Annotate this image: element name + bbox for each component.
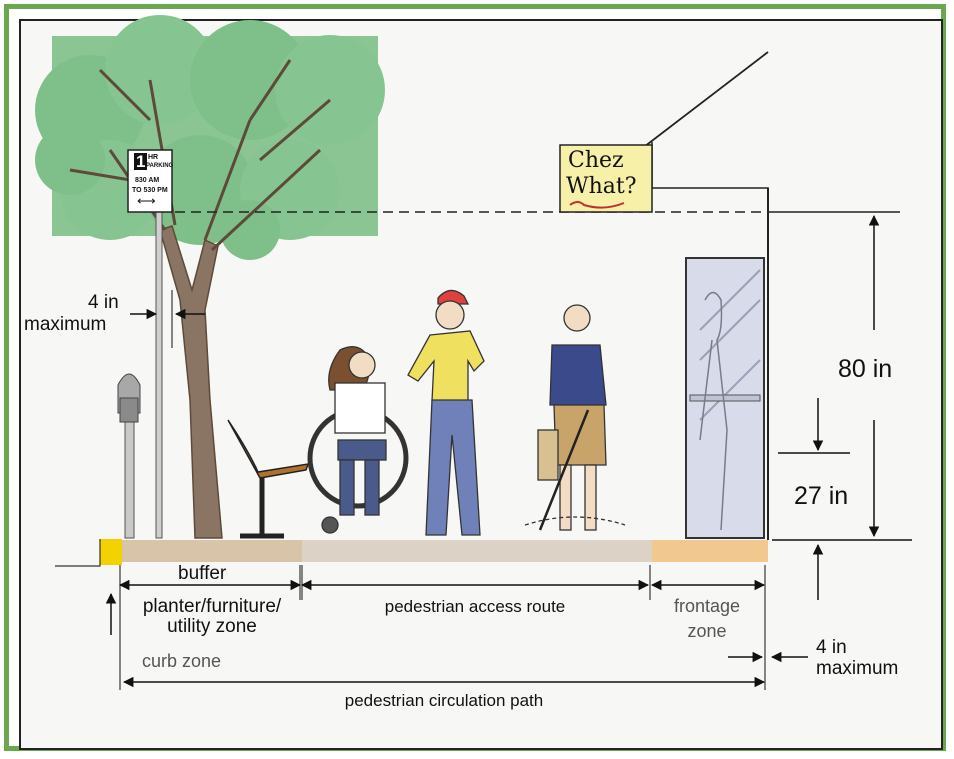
shop-sign [559,144,653,213]
circulation-path-label: pedestrian circulation path [344,691,544,710]
buffer-label: buffer [178,563,227,584]
parking-sign-number: 1 [134,152,148,171]
frontage-zone-label-1: frontage [673,596,741,616]
bench [227,419,310,539]
protrusion-height-label: 27 in [794,482,849,510]
planter-zone-label-2: utility zone [167,616,257,637]
parking-sign-line-1: HR [148,154,159,161]
shop-sign-line-1: Chez [568,148,624,173]
frontage-zone-label-2: zone [687,621,727,641]
rose-decoration [569,201,625,209]
parking-meter [117,373,141,539]
person-wheelchair [307,346,409,534]
parking-sign-line-2: PARKING [146,163,174,169]
parking-sign-hours-1: 830 AM [135,177,160,184]
person-with-cane [524,304,626,531]
dimension-lines [105,214,912,690]
sign-clearance-value: 4 in [88,292,119,313]
person-standing-cap [407,289,485,536]
shop-sign-line-2: What? [566,174,637,199]
planter-zone-label-1: planter/furniture/ [142,596,282,617]
door-protrusion-word: maximum [816,658,899,679]
sidewalk [55,539,768,567]
door [685,257,765,539]
curb-zone-label: curb zone [142,651,222,671]
parking-sign-hours-2: TO 530 PM [132,187,168,194]
access-route-label: pedestrian access route [384,597,566,616]
sign-clearance-word: maximum [24,314,107,335]
parking-sign-arrow-icon: ⟷ [137,193,156,208]
sign-pole [155,209,163,539]
headroom-label: 80 in [838,355,893,383]
tree-foliage [35,15,385,260]
door-protrusion-value: 4 in [816,637,847,658]
